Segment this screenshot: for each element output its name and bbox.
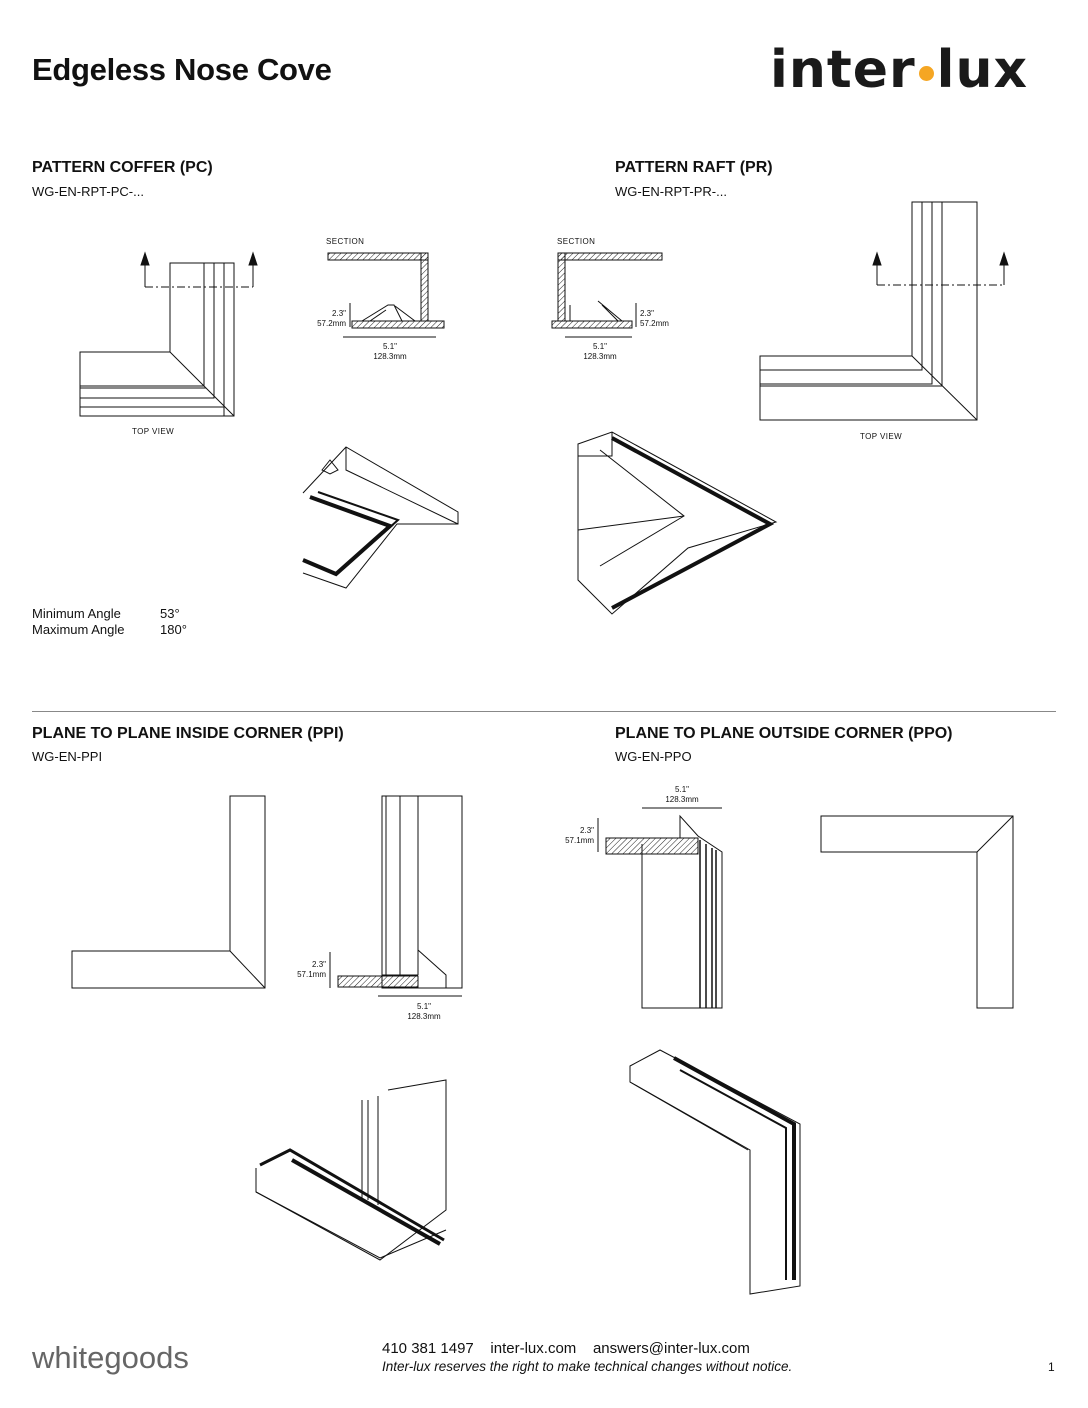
min-angle-label: Minimum Angle [32, 606, 121, 621]
pr-isometric-drawing [577, 431, 778, 615]
pc-top-view-drawing [79, 251, 258, 417]
pc-width-in: 5.1" [383, 342, 397, 351]
ppo-height-in: 2.3" [580, 826, 594, 835]
footer-note: Inter-lux reserves the right to make tec… [382, 1359, 793, 1374]
pc-heading: PATTERN COFFER (PC) [32, 159, 213, 176]
ppo-height-dim: 2.3" 57.1mm [554, 826, 594, 846]
pc-width-dim: 5.1" 128.3mm [360, 342, 420, 362]
whitegoods-logo: whitegoods [32, 1340, 189, 1375]
section-divider [32, 711, 1056, 712]
pr-width-in: 5.1" [593, 342, 607, 351]
ppo-section-drawing [597, 807, 723, 1009]
pr-top-view-label: TOP VIEW [860, 432, 903, 441]
page-title: Edgeless Nose Cove [32, 52, 332, 87]
max-angle-label: Maximum Angle [32, 622, 125, 637]
ppo-width-mm: 128.3mm [665, 795, 699, 804]
pr-section-drawing [551, 252, 663, 338]
ppo-code: WG-EN-PPO [615, 749, 692, 764]
pr-height-mm: 57.2mm [640, 319, 669, 328]
ppi-height-dim: 2.3" 57.1mm [286, 960, 326, 980]
ppi-plan-view-drawing [71, 795, 266, 989]
ppo-width-dim: 5.1" 128.3mm [652, 785, 712, 805]
pr-section-label: SECTION [557, 237, 596, 246]
ppo-isometric-drawing [629, 1049, 801, 1295]
pc-code: WG-EN-RPT-PC-... [32, 184, 144, 199]
min-angle-value: 53° [160, 606, 180, 621]
ppo-width-in: 5.1" [675, 785, 689, 794]
pc-top-view-label: TOP VIEW [132, 427, 175, 436]
ppo-heading: PLANE TO PLANE OUTSIDE CORNER (PPO) [615, 725, 953, 742]
pr-height-dim: 2.3" 57.2mm [640, 309, 680, 329]
pr-code: WG-EN-RPT-PR-... [615, 184, 727, 199]
pc-section-drawing [327, 252, 445, 338]
ppi-height-mm: 57.1mm [297, 970, 326, 979]
ppi-height-in: 2.3" [312, 960, 326, 969]
ppi-heading: PLANE TO PLANE INSIDE CORNER (PPI) [32, 725, 344, 742]
pc-isometric-drawing [302, 446, 459, 589]
pc-section-label: SECTION [326, 237, 365, 246]
pr-top-view-drawing [759, 201, 1009, 421]
ppi-width-dim: 5.1" 128.3mm [394, 1002, 454, 1022]
interlux-logo: inter lux [770, 40, 1028, 100]
ppo-plan-view-drawing [820, 815, 1014, 1009]
ppi-isometric-drawing [255, 1079, 447, 1261]
ppi-code: WG-EN-PPI [32, 749, 103, 764]
logo-dot [918, 65, 934, 81]
footer-contact: 410 381 1497 inter-lux.com answers@inter… [382, 1340, 750, 1357]
max-angle-value: 180° [160, 622, 187, 637]
logo-text-left: inter [770, 40, 916, 100]
pc-height-dim: 2.3" 57.2mm [306, 309, 346, 329]
pc-width-mm: 128.3mm [373, 352, 407, 361]
ppi-section-drawing [329, 795, 463, 997]
pc-height-in: 2.3" [332, 309, 346, 318]
pr-height-in: 2.3" [640, 309, 654, 318]
pr-heading: PATTERN RAFT (PR) [615, 159, 773, 176]
pc-height-mm: 57.2mm [317, 319, 346, 328]
logo-text-right: lux [936, 40, 1029, 100]
page-number: 1 [1048, 1360, 1055, 1374]
ppi-width-in: 5.1" [417, 1002, 431, 1011]
ppi-width-mm: 128.3mm [407, 1012, 441, 1021]
pr-width-mm: 128.3mm [583, 352, 617, 361]
ppo-height-mm: 57.1mm [565, 836, 594, 845]
pr-width-dim: 5.1" 128.3mm [570, 342, 630, 362]
